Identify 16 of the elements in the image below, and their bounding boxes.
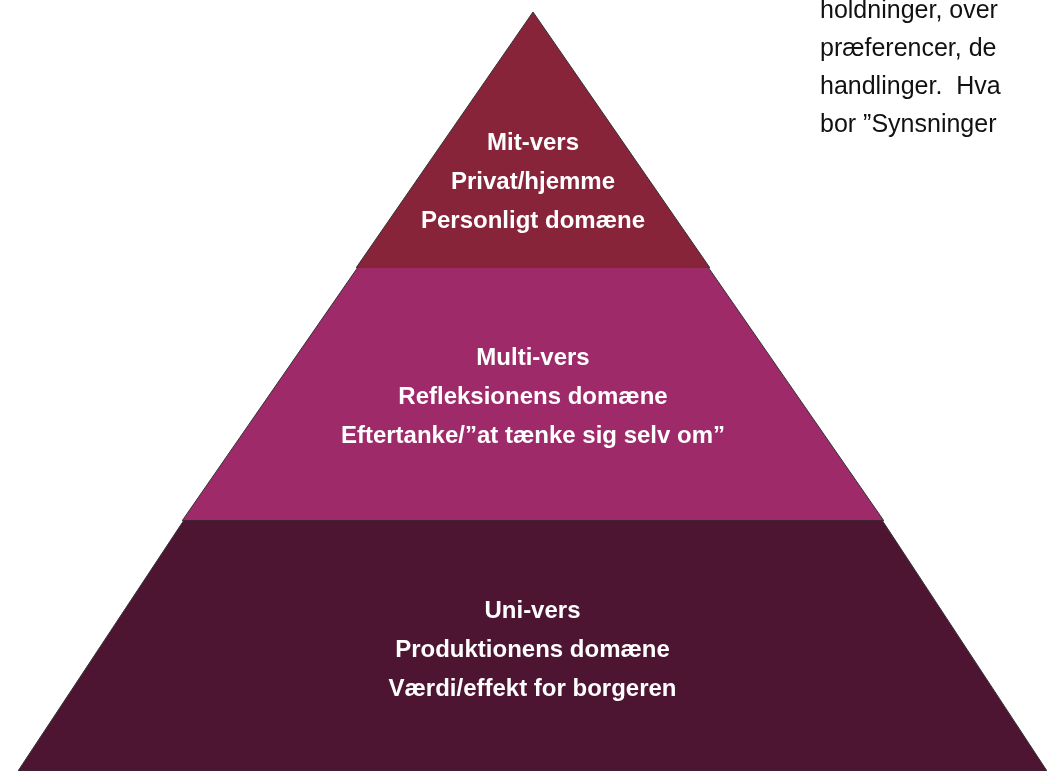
- tier-text: Personligt domæne: [421, 205, 645, 235]
- text-line: bor ”Synsninger: [820, 108, 998, 139]
- tier-text: Eftertanke/”at tænke sig selv om”: [340, 420, 726, 450]
- text-line: handlinger. Hva: [820, 70, 1002, 101]
- tier-text: Privat/hjemme: [450, 166, 616, 196]
- tier-text: Refleksionens domæne: [398, 381, 668, 411]
- text-line: holdninger, over: [820, 0, 999, 25]
- tier-title: Mit-vers: [487, 127, 579, 157]
- tier-text: Værdi/effekt for borgeren: [388, 673, 677, 703]
- pyramid-tier: [18, 520, 1047, 771]
- tier-text: Produktionens domæne: [395, 634, 670, 664]
- tier-title: Multi-vers: [476, 342, 590, 372]
- pyramid-tier: [356, 12, 710, 268]
- tier-title: Uni-vers: [484, 595, 581, 625]
- text-line: præferencer, de: [820, 32, 998, 63]
- pyramid-tier: [182, 267, 884, 521]
